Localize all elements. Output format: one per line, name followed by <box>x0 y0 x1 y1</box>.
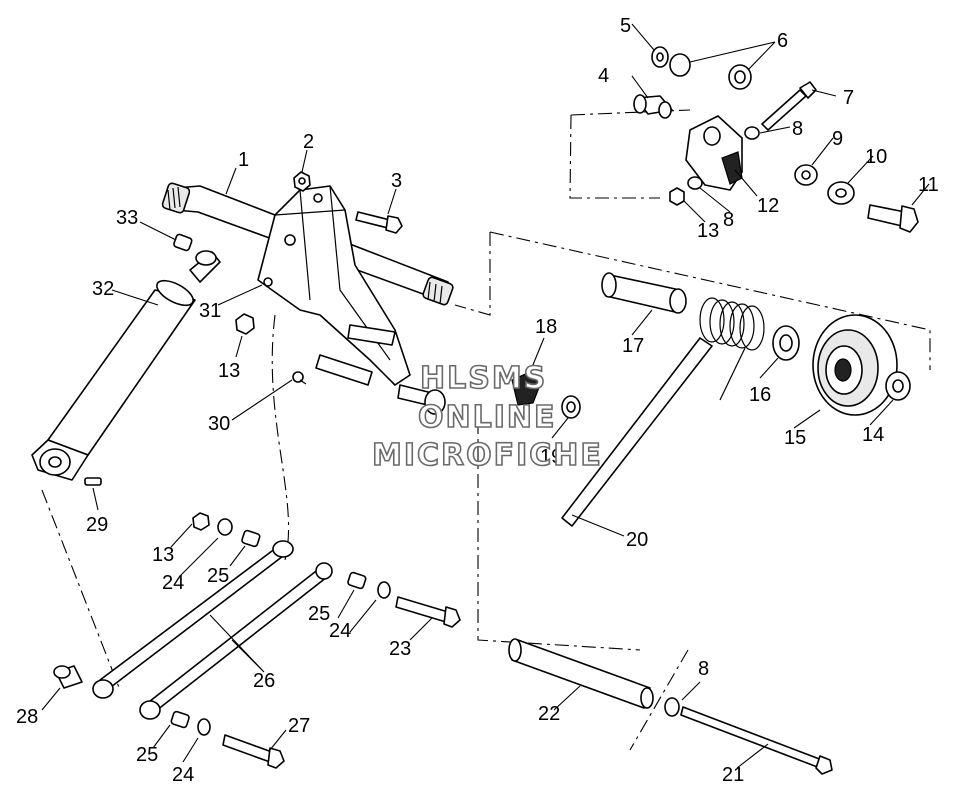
part-18-retainer <box>511 371 541 406</box>
part-8-washer-lower <box>664 697 680 717</box>
watermark-line-2: ONLINE <box>418 400 557 435</box>
part-2-nut <box>293 171 311 192</box>
callout-4: 4 <box>598 65 609 87</box>
part-16-washer <box>772 325 800 361</box>
watermark: HLSMS ONLINE MICROFICHE <box>371 360 603 474</box>
part-21-long-bolt <box>680 706 833 775</box>
callout-19: 19 <box>540 446 562 468</box>
callout-24-mid: 24 <box>329 620 351 642</box>
callout-1: 1 <box>238 149 249 171</box>
part-19-washer <box>561 395 581 419</box>
callout-25-lower: 25 <box>136 744 158 766</box>
callout-28: 28 <box>16 706 38 728</box>
callout-7: 7 <box>843 87 854 109</box>
callout-26: 26 <box>253 670 275 692</box>
callout-32: 32 <box>92 278 114 300</box>
callout-30: 30 <box>208 413 230 435</box>
callout-3: 3 <box>391 170 402 192</box>
callout-20: 20 <box>626 529 648 551</box>
part-23-bolt <box>395 596 461 628</box>
callout-14: 14 <box>862 424 884 446</box>
callout-23: 23 <box>389 638 411 660</box>
callout-8-mid: 8 <box>723 209 734 231</box>
part-17-sleeve <box>601 272 687 314</box>
callout-12: 12 <box>757 195 779 217</box>
callout-25-upper: 25 <box>207 565 229 587</box>
part-13-nut-left <box>235 313 255 335</box>
callout-13-left: 13 <box>218 360 240 382</box>
callout-29: 29 <box>86 514 108 536</box>
part-hub-plate <box>685 115 743 191</box>
part-4-flanged-bushing <box>633 94 673 119</box>
part-30-grease-fitting <box>292 371 307 385</box>
callout-25-mid: 25 <box>308 603 330 625</box>
callout-17: 17 <box>622 335 644 357</box>
leader-lines <box>41 23 930 769</box>
part-8-washer-mid <box>687 176 703 190</box>
callout-22: 22 <box>538 703 560 725</box>
part-7-bolt <box>761 81 817 131</box>
watermark-line-3: MICROFICHE <box>372 438 603 473</box>
part-20-torsion-spring <box>561 297 765 527</box>
part-10-washer <box>827 181 855 205</box>
part-33-bushing <box>173 233 193 252</box>
assembly-guide-lines <box>41 109 931 751</box>
callout-2: 2 <box>303 131 314 153</box>
callout-24-upper: 24 <box>162 572 184 594</box>
callout-9: 9 <box>832 128 843 150</box>
part-3-bolt <box>355 211 403 234</box>
callout-11: 11 <box>918 174 939 196</box>
callout-10: 10 <box>865 146 887 168</box>
watermark-line-1: HLSMS <box>420 361 547 396</box>
part-29-pin <box>84 477 102 486</box>
callout-13-upper: 13 <box>697 220 719 242</box>
part-32-shock-absorber <box>31 250 221 481</box>
callout-18: 18 <box>535 316 557 338</box>
part-15-idler-wheel <box>812 314 898 416</box>
part-9-washer <box>794 164 818 186</box>
callout-31: 31 <box>199 300 221 322</box>
callout-21: 21 <box>722 764 744 786</box>
callout-6: 6 <box>777 30 788 52</box>
callout-33: 33 <box>116 207 138 229</box>
callout-24-lower: 24 <box>172 764 194 786</box>
callout-13-lower: 13 <box>152 544 174 566</box>
part-5-washer <box>651 46 669 68</box>
part-14-bearing <box>885 371 911 401</box>
callout-27: 27 <box>288 715 310 737</box>
callout-8-upper: 8 <box>792 118 803 140</box>
part-13-nut-upper <box>669 187 685 206</box>
part-13-nut-lower <box>192 512 210 531</box>
part-31-front-arm-bracket <box>257 185 446 415</box>
part-11-shoulder-bolt <box>867 204 919 233</box>
part-26-link-rods <box>92 540 333 720</box>
callout-16: 16 <box>749 384 771 406</box>
part-6-bushings <box>669 53 752 90</box>
callout-15: 15 <box>784 427 806 449</box>
part-24-washers <box>197 518 391 736</box>
part-8-washer-upper <box>744 126 760 140</box>
callout-5: 5 <box>620 15 631 37</box>
part-28-bushing <box>53 665 83 689</box>
callout-8-lower: 8 <box>698 658 709 680</box>
part-25-bushings <box>170 529 367 729</box>
part-27-bolt <box>222 734 285 769</box>
callout-labels: 1 2 3 4 5 6 7 8 8 8 9 10 11 12 13 13 13 … <box>16 15 939 786</box>
part-22-sleeve <box>508 638 654 709</box>
